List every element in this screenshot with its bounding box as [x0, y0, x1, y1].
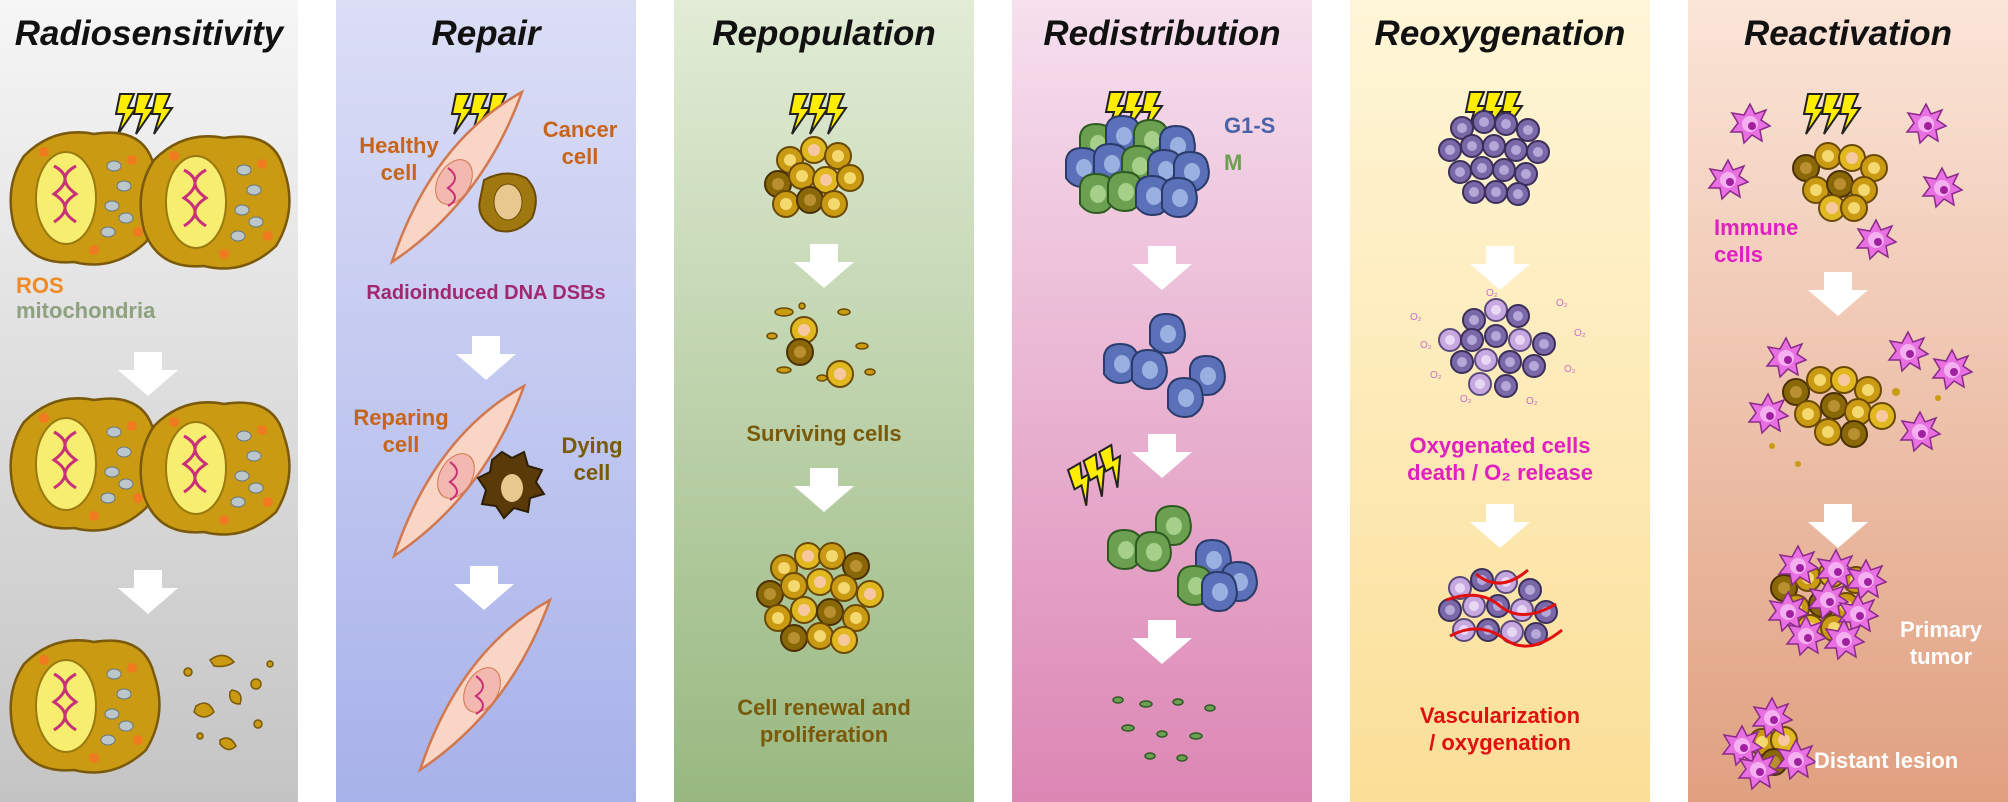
reparing-cell-label: Reparing cell	[353, 405, 449, 457]
oxygenated-label-line1: Oxygenated cells	[1409, 433, 1591, 458]
o2-mark: O₂	[1564, 364, 1576, 375]
cell-renewal-label: Cell renewal and proliferation	[737, 695, 911, 747]
vascularization-label-line1: Vascularization	[1419, 703, 1581, 728]
reactivation-illustration	[1708, 93, 1973, 790]
o2-mark: O₂	[1460, 394, 1472, 405]
reoxygenation-illustration: O₂ O₂ O₂ O₂ O₂ O₂ O₂ O₂ O₂	[1410, 91, 1586, 648]
distant-lesion-label: Distant lesion	[1814, 748, 1959, 773]
panel-title: Repopulation	[712, 14, 936, 53]
primary-tumor-label: Primary tumor	[1900, 617, 1982, 669]
o2-mark: O₂	[1430, 370, 1442, 381]
panel-repopulation: Repopulation Surviving cells Cel	[674, 0, 974, 802]
g1s-label: G1-S	[1224, 113, 1276, 138]
o2-mark: O₂	[1420, 340, 1432, 351]
redistribution-illustration	[1065, 91, 1258, 762]
surviving-cells-label: Surviving cells	[746, 421, 902, 446]
panel-radiosensitivity: Radiosensitivity	[0, 0, 298, 802]
panel-repair: Repair Healthy cell Cancer cell Radioind…	[336, 0, 636, 802]
panel-redistribution: Redistribution	[1012, 0, 1312, 802]
oxygenated-label-line2: death / O₂ release	[1407, 460, 1593, 485]
immune-cells-label: Immune cells	[1714, 215, 1799, 267]
panel-title: Radiosensitivity	[14, 14, 284, 53]
o2-mark: O₂	[1410, 312, 1422, 323]
mitochondria-label: mitochondria	[16, 298, 156, 323]
panel-title: Repair	[431, 14, 541, 53]
panel-title: Redistribution	[1043, 14, 1281, 53]
repair-illustration	[390, 90, 552, 772]
o2-mark: O₂	[1486, 288, 1498, 299]
panel-title: Reoxygenation	[1374, 14, 1626, 53]
panel-title: Reactivation	[1743, 14, 1953, 53]
dying-cell-label: Dying cell	[561, 433, 623, 485]
o2-mark: O₂	[1556, 298, 1568, 309]
radiosensitivity-illustration	[9, 93, 291, 774]
dna-dsb-label: Radioinduced DNA DSBs	[366, 282, 606, 304]
repopulation-illustration	[756, 93, 884, 654]
ros-label: ROS	[16, 273, 64, 298]
o2-mark: O₂	[1574, 328, 1586, 339]
vascularization-label-line2: / oxygenation	[1429, 730, 1571, 755]
panel-reoxygenation: Reoxygenation O₂ O₂ O₂ O₂ O₂ O₂ O₂	[1350, 0, 1650, 802]
cancer-cell-label: Cancer cell	[542, 117, 618, 169]
o2-mark: O₂	[1526, 396, 1538, 407]
panel-reactivation: Reactivation	[1688, 0, 2008, 802]
healthy-cell-label: Healthy cell	[359, 133, 439, 185]
m-phase-label: M	[1224, 150, 1243, 175]
